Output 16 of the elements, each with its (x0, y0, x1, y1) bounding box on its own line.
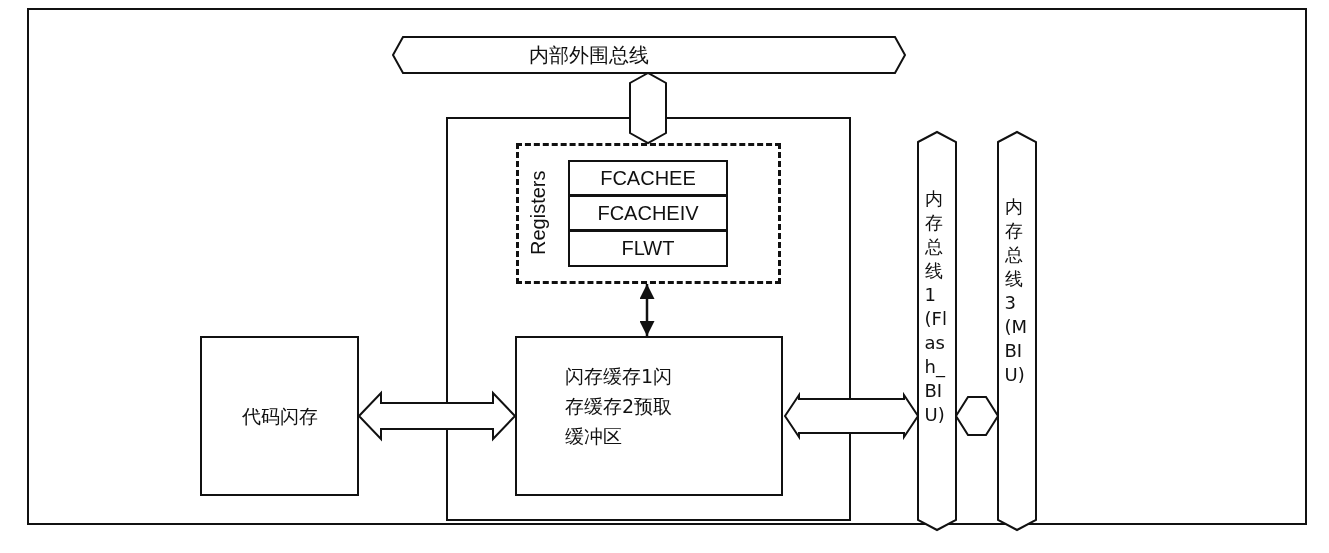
bus-arrow (357, 390, 517, 442)
group-label: Registers (527, 169, 549, 258)
register-group-box (516, 143, 781, 284)
bus-arrow (783, 391, 920, 441)
bus-arrow (954, 396, 1000, 436)
bus-column: 内存总线1(Flash_BIU) (918, 132, 956, 530)
bus-column: 内存总线3(MBIU) (998, 132, 1036, 530)
register-cell: FCACHEIV (568, 195, 728, 231)
memory-box: 代码闪存 (200, 336, 359, 496)
controller-box (446, 117, 851, 521)
register-cell: FCACHEE (568, 160, 728, 196)
bus-arrow (629, 71, 667, 145)
arrow (639, 284, 655, 336)
register-cell: FLWT (568, 230, 728, 267)
bus-band: 内部外围总线 (393, 37, 905, 73)
cache-box: 闪存缓存1闪存缓存2预取缓冲区 (515, 336, 783, 496)
